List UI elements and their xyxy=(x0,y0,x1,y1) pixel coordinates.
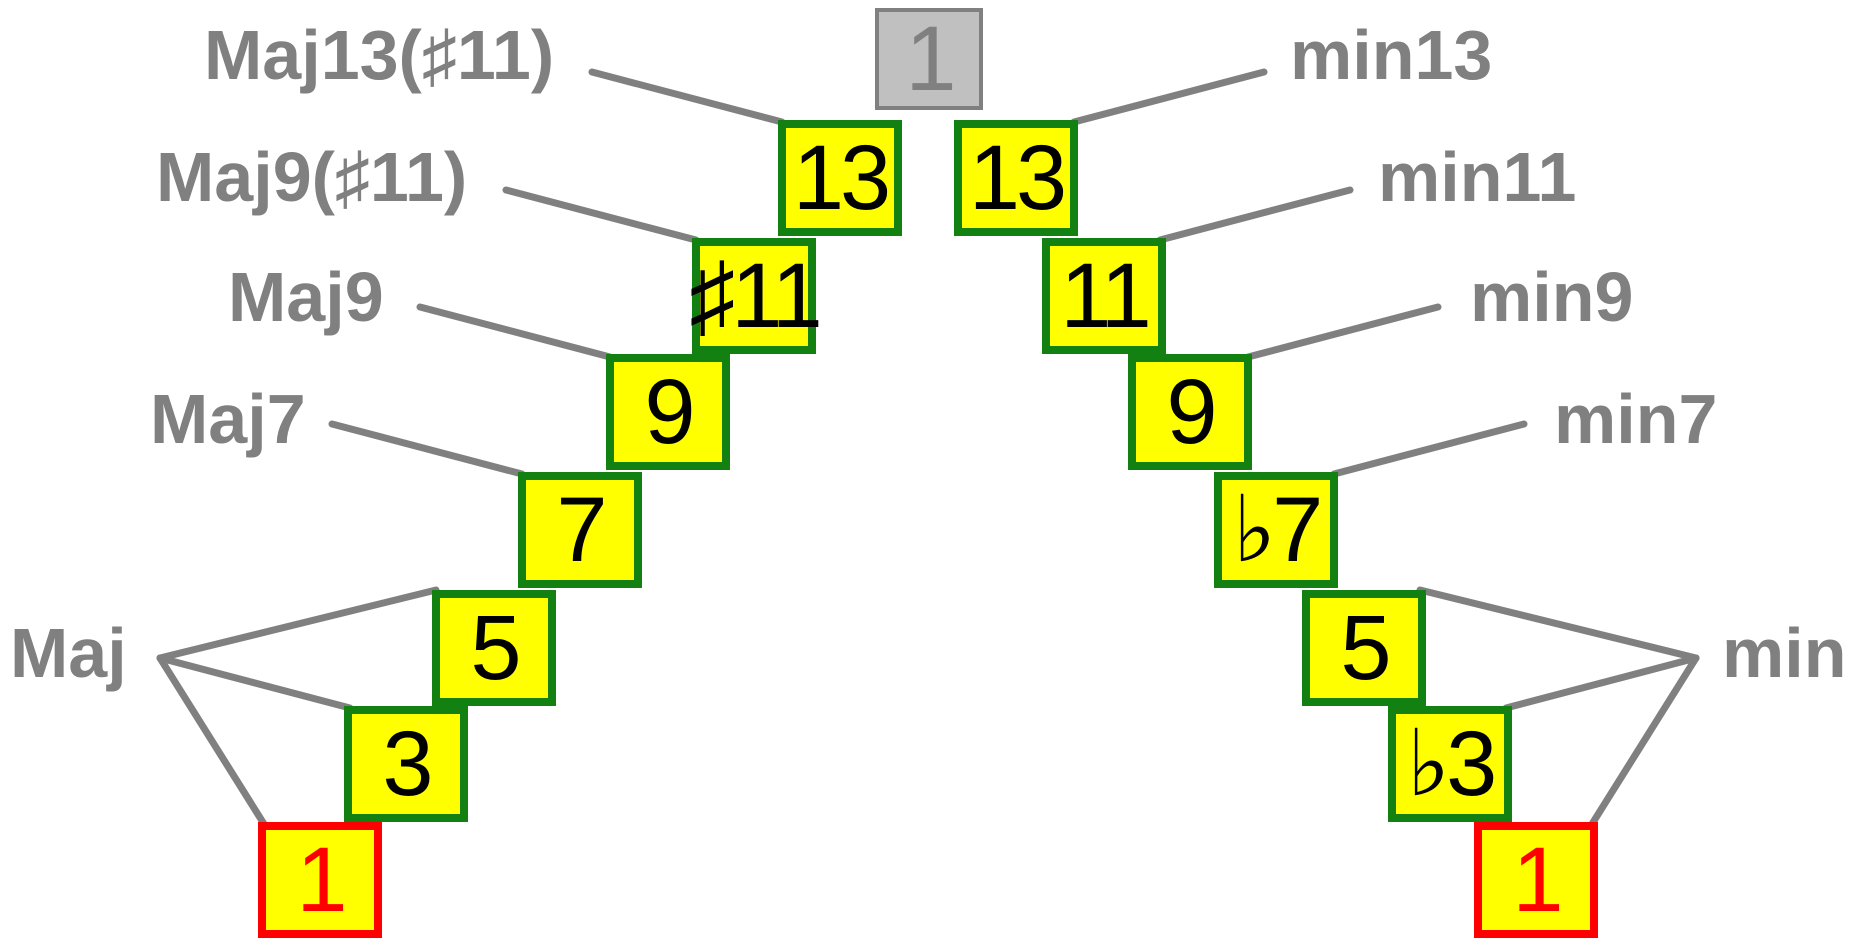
connector-min11 xyxy=(1156,186,1354,244)
min-eleventh-box: 11 xyxy=(1042,238,1166,354)
connector-min7 xyxy=(1330,420,1528,478)
min-thirteenth-box: 13 xyxy=(954,120,1078,236)
top-root-box: 1 xyxy=(875,8,983,110)
maj-thirteenth-box: 13 xyxy=(778,120,902,236)
min-fifth-box: 5 xyxy=(1302,590,1426,706)
maj-seventh-box: 7 xyxy=(518,472,642,588)
maj-third-label: 3 xyxy=(382,713,433,815)
chord-label-min11: min11 xyxy=(1378,138,1577,216)
chord-label-maj13-s11: Maj13(♯11) xyxy=(204,16,555,94)
maj-ninth-label: 9 xyxy=(644,361,695,463)
min-third-label: ♭3 xyxy=(1406,713,1498,815)
connector-min-to-1 xyxy=(1588,654,1700,828)
top-root-label: 1 xyxy=(905,8,956,110)
connector-maj7 xyxy=(328,420,526,478)
chord-label-maj: Maj xyxy=(10,614,127,692)
connector-min-to-5 xyxy=(1416,586,1700,662)
connector-maj13-s11 xyxy=(588,68,786,126)
min-thirteenth-label: 13 xyxy=(968,127,1067,229)
connector-min-to-b3 xyxy=(1502,654,1700,712)
connector-maj9 xyxy=(416,303,614,361)
chord-label-min13: min13 xyxy=(1290,16,1493,94)
maj-fifth-box: 5 xyxy=(432,590,556,706)
maj-root-label: 1 xyxy=(296,829,347,931)
min-ninth-box: 9 xyxy=(1128,354,1252,470)
chord-label-min: min xyxy=(1722,614,1847,692)
min-root-box: 1 xyxy=(1474,822,1598,938)
chord-label-maj9-s11: Maj9(♯11) xyxy=(156,138,468,216)
min-seventh-label: ♭7 xyxy=(1232,479,1324,581)
maj-eleventh-label: ♯11 xyxy=(689,245,823,347)
connector-maj-to-1 xyxy=(156,654,268,828)
min-seventh-box: ♭7 xyxy=(1214,472,1338,588)
min-third-box: ♭3 xyxy=(1388,706,1512,822)
min-eleventh-label: 11 xyxy=(1060,245,1151,347)
chord-label-min9: min9 xyxy=(1470,258,1634,336)
maj-third-box: 3 xyxy=(344,706,468,822)
min-fifth-label: 5 xyxy=(1340,597,1391,699)
chord-label-maj9: Maj9 xyxy=(228,258,384,336)
maj-fifth-label: 5 xyxy=(470,597,521,699)
connector-maj-to-3 xyxy=(156,654,354,712)
connector-min9 xyxy=(1244,303,1442,361)
maj-root-box: 1 xyxy=(258,822,382,938)
maj-thirteenth-label: 13 xyxy=(792,127,891,229)
chord-label-min7: min7 xyxy=(1554,380,1718,458)
chord-label-maj7: Maj7 xyxy=(150,380,306,458)
connector-maj9-s11 xyxy=(502,186,700,244)
connector-maj-to-5 xyxy=(156,586,440,662)
maj-seventh-label: 7 xyxy=(556,479,607,581)
min-ninth-label: 9 xyxy=(1166,361,1217,463)
maj-ninth-box: 9 xyxy=(606,354,730,470)
maj-eleventh-box: ♯11 xyxy=(689,238,823,354)
min-root-label: 1 xyxy=(1512,829,1563,931)
connector-min13 xyxy=(1070,68,1268,126)
